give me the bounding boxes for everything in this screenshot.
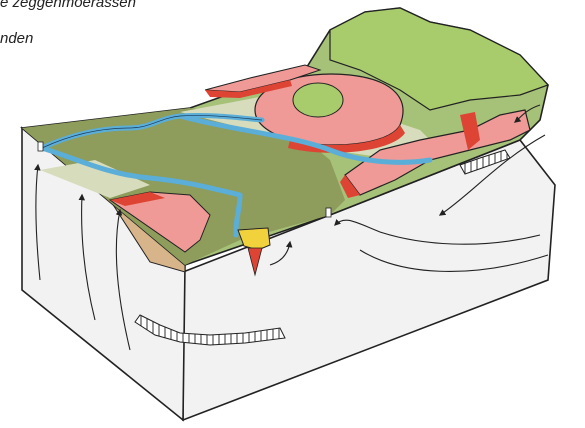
well-marker-centre — [326, 208, 331, 217]
well-marker-left — [38, 142, 43, 151]
yellow-deposit — [238, 228, 270, 250]
dome-centre-patch — [293, 83, 343, 117]
